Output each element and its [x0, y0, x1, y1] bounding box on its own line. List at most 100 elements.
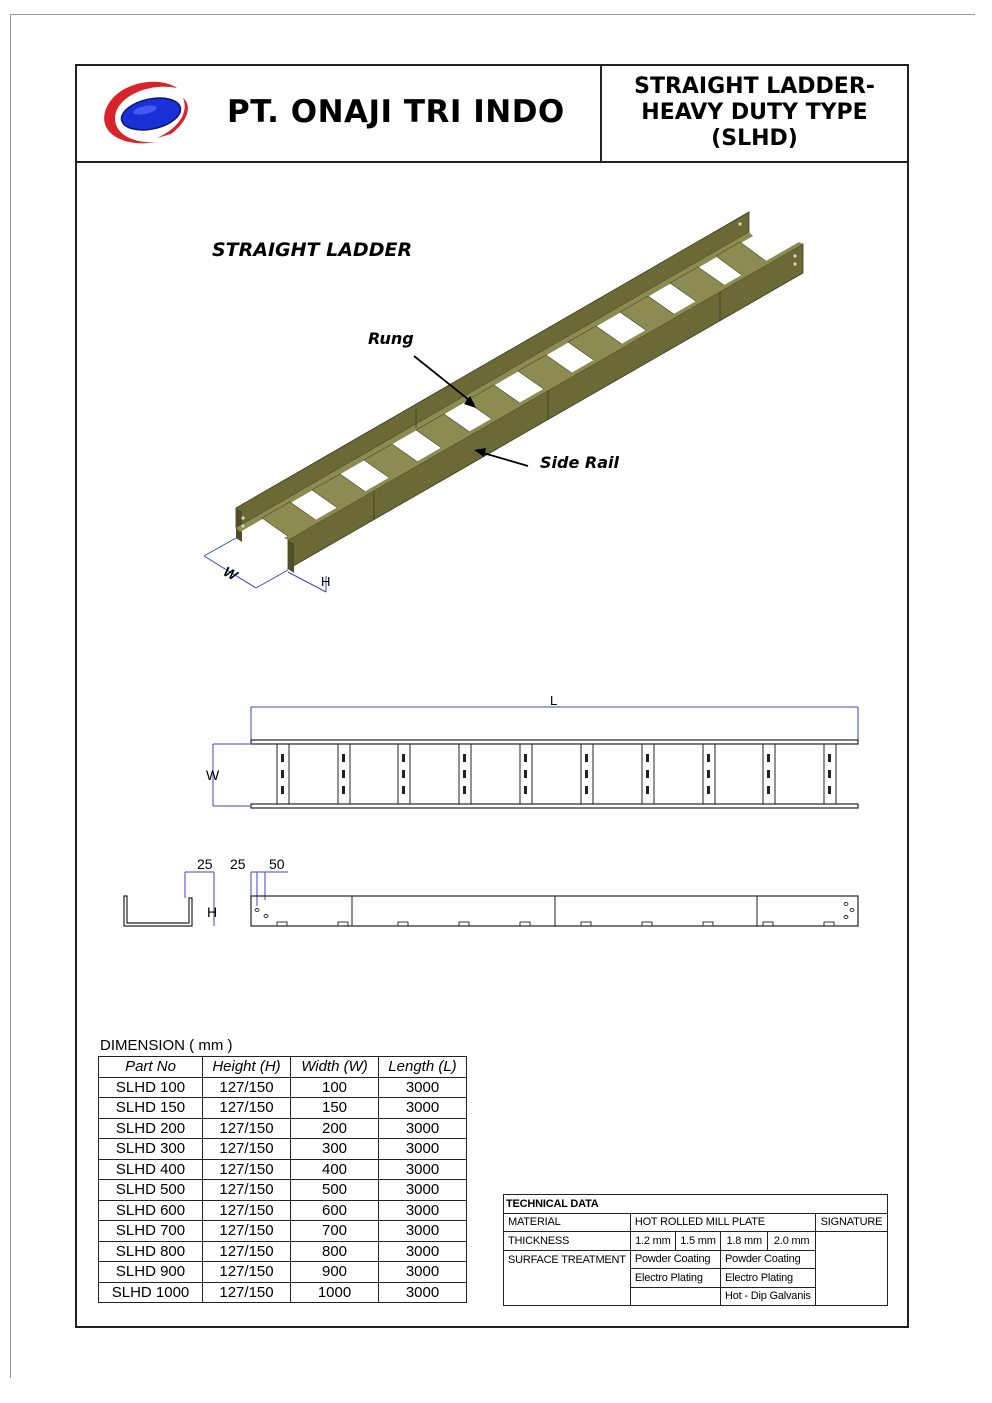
- cell-part-no: SLHD 700: [98, 1220, 203, 1242]
- cell-width: 200: [290, 1117, 379, 1139]
- tech-surface-row: SURFACE TREATMENT Powder Coating Powder …: [503, 1249, 888, 1306]
- surface-value: [629, 1286, 722, 1306]
- isometric-ladder: [235, 211, 804, 573]
- col-height: Height (H): [202, 1056, 291, 1078]
- cell-height: 127/150: [202, 1117, 291, 1139]
- signature-box: [814, 1231, 889, 1306]
- surface-value: Electro Plating: [629, 1268, 722, 1288]
- rung-arrow: [464, 396, 476, 408]
- surface-value: Powder Coating: [720, 1249, 816, 1269]
- plan-length-label: L: [550, 693, 557, 708]
- page-border-top: [10, 14, 975, 15]
- cell-part-no: SLHD 100: [98, 1076, 203, 1098]
- cell-width: 300: [290, 1138, 379, 1160]
- cell-width: 150: [290, 1097, 379, 1119]
- cell-length: 3000: [378, 1220, 467, 1242]
- cell-width: 800: [290, 1240, 379, 1262]
- dimension-table: Part No Height (H) Width (W) Length (L) …: [98, 1056, 467, 1303]
- cell-length: 3000: [378, 1240, 467, 1262]
- tech-material-row: MATERIAL HOT ROLLED MILL PLATE SIGNATURE: [503, 1212, 889, 1232]
- company-name: PT. ONAJI TRI INDO: [227, 94, 565, 130]
- side-rung-slots: [276, 921, 835, 927]
- cell-height: 127/150: [202, 1199, 291, 1221]
- front-rail-web: [287, 243, 804, 570]
- iso-dimension-lines: [203, 537, 327, 593]
- thickness-label: THICKNESS: [503, 1231, 631, 1251]
- side-dim-25a: 25: [197, 856, 213, 872]
- back-rail-side: [236, 508, 242, 542]
- end-bolt-holes: [241, 222, 797, 528]
- cell-part-no: SLHD 300: [98, 1138, 203, 1160]
- signature-label: SIGNATURE: [814, 1212, 889, 1232]
- surface-value: Electro Plating: [720, 1268, 816, 1288]
- plan-view: [212, 706, 859, 809]
- technical-data-table: TECHNICAL DATA MATERIAL HOT ROLLED MILL …: [503, 1194, 889, 1306]
- cell-height: 127/150: [202, 1220, 291, 1242]
- cell-part-no: SLHD 900: [98, 1261, 203, 1283]
- cell-length: 3000: [378, 1199, 467, 1221]
- ladder-drawing: W H L W 25 25 50 H: [123, 211, 859, 927]
- cell-width: 600: [290, 1199, 379, 1221]
- cell-length: 3000: [378, 1097, 467, 1119]
- surface-label: SURFACE TREATMENT: [503, 1249, 631, 1306]
- col-width: Width (W): [290, 1056, 379, 1078]
- cell-part-no: SLHD 150: [98, 1097, 203, 1119]
- cell-height: 127/150: [202, 1138, 291, 1160]
- tech-title-row: TECHNICAL DATA: [503, 1194, 888, 1214]
- cell-length: 3000: [378, 1117, 467, 1139]
- cell-part-no: SLHD 1000: [98, 1281, 203, 1303]
- side-rail-arrow: [474, 448, 486, 457]
- tech-surface-row: Electro Plating Electro Plating: [504, 1268, 888, 1288]
- thickness-value: 1.8 mm: [720, 1231, 769, 1251]
- title-line-3: (SLHD): [711, 126, 798, 151]
- surface-value: Powder Coating: [629, 1249, 722, 1269]
- cell-width: 1000: [290, 1281, 379, 1303]
- side-dim-50: 50: [269, 856, 285, 872]
- tech-surface-row: Hot - Dip Galvanis: [504, 1286, 888, 1306]
- thickness-value: 1.5 mm: [674, 1231, 722, 1251]
- plan-rungs: [276, 743, 837, 805]
- cell-height: 127/150: [202, 1097, 291, 1119]
- section-title: STRAIGHT LADDER: [212, 239, 413, 261]
- company-logo-icon: [104, 81, 188, 144]
- side-dim-25b: 25: [230, 856, 246, 872]
- rungs: [261, 241, 779, 547]
- side-height-label: H: [207, 904, 217, 920]
- col-part-no: Part No: [98, 1056, 203, 1078]
- cell-height: 127/150: [202, 1076, 291, 1098]
- iso-height-label: H: [321, 574, 330, 589]
- col-length: Length (L): [378, 1056, 467, 1078]
- title-line-2: HEAVY DUTY TYPE: [641, 100, 868, 125]
- thickness-value: 1.2 mm: [629, 1231, 676, 1251]
- plan-width-label: W: [206, 767, 220, 783]
- cell-width: 500: [290, 1179, 379, 1201]
- iso-width-label: W: [221, 563, 242, 584]
- title-line-1: STRAIGHT LADDER-: [634, 74, 875, 99]
- cell-part-no: SLHD 600: [98, 1199, 203, 1221]
- cell-length: 3000: [378, 1281, 467, 1303]
- side-rail-label: Side Rail: [540, 453, 619, 472]
- material-label: MATERIAL: [503, 1212, 631, 1232]
- cell-part-no: SLHD 500: [98, 1179, 203, 1201]
- cell-length: 3000: [378, 1076, 467, 1098]
- cell-part-no: SLHD 400: [98, 1158, 203, 1180]
- cell-part-no: SLHD 200: [98, 1117, 203, 1139]
- cell-width: 100: [290, 1076, 379, 1098]
- cell-length: 3000: [378, 1179, 467, 1201]
- rung-label: Rung: [368, 329, 414, 348]
- front-rail-end: [288, 540, 294, 573]
- back-rail-flange: [236, 232, 753, 532]
- cell-width: 700: [290, 1220, 379, 1242]
- plan-rung-slots: [281, 754, 831, 794]
- side-view: [123, 871, 859, 927]
- cell-width: 900: [290, 1261, 379, 1283]
